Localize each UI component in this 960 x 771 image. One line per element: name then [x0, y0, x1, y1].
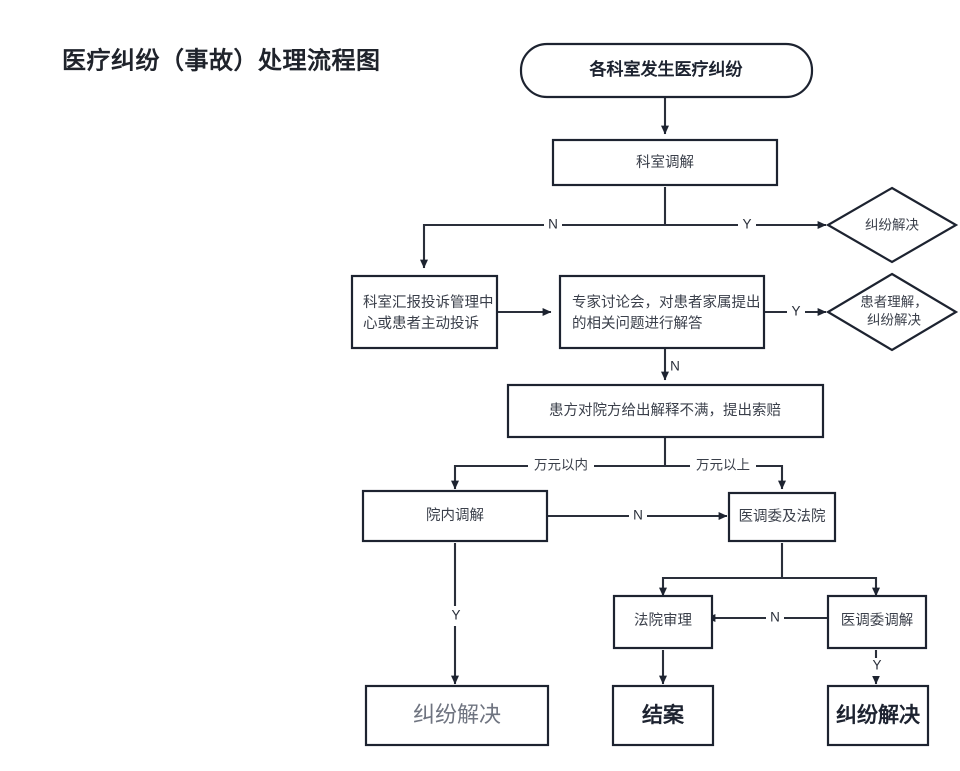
node-label: 法院审理	[634, 612, 692, 629]
node-patient-understands-diamond[interactable]: 患者理解， 纠纷解决	[825, 272, 959, 352]
edge-label-amount-over: 万元以上	[690, 456, 756, 476]
node-label: 医调委及法院	[739, 508, 826, 525]
edge-committee-court-to-court-trial	[658, 576, 782, 597]
edge-dept-mediation-to-report-no	[419, 223, 665, 269]
node-label-line2: 的相关问题进行解答	[572, 315, 703, 332]
node-label-line1: 患者理解，	[860, 295, 928, 310]
node-committee-mediation[interactable]: 医调委调解	[826, 594, 928, 650]
node-label: 医调委调解	[841, 612, 914, 629]
node-claim-filed[interactable]: 患方对院方给出解释不满，提出索赔	[506, 383, 825, 439]
svg-text:N: N	[633, 508, 643, 523]
node-committee-and-court[interactable]: 医调委及法院	[727, 491, 837, 543]
svg-text:万元以内: 万元以内	[534, 458, 588, 473]
edge-label-y-expert: Y	[787, 301, 805, 321]
node-label: 纠纷解决	[413, 702, 501, 727]
svg-text:Y: Y	[872, 658, 881, 673]
edge-label-n-committee: N	[766, 608, 784, 628]
edge-label-n-dept: N	[544, 214, 562, 234]
svg-text:Y: Y	[742, 217, 751, 232]
node-court-trial[interactable]: 法院审理	[612, 594, 714, 650]
page-title: 医疗纠纷（事故）处理流程图	[62, 46, 381, 74]
node-label: 患方对院方给出解释不满，提出索赔	[549, 402, 781, 419]
node-start-dispute-occurs[interactable]: 各科室发生医疗纠纷	[519, 42, 814, 99]
edge-label-n-expert: N	[670, 359, 680, 374]
node-label: 院内调解	[426, 507, 484, 524]
node-internal-mediation[interactable]: 院内调解	[361, 489, 549, 543]
node-report-to-complaint-center[interactable]: 科室汇报投诉管理中 心或患者主动投诉	[350, 274, 499, 350]
node-dept-mediation[interactable]: 科室调解	[551, 138, 779, 187]
node-dispute-resolved-left[interactable]: 纠纷解决	[364, 684, 550, 747]
node-label: 结案	[642, 703, 685, 727]
node-label: 各科室发生医疗纠纷	[589, 59, 744, 79]
node-label: 纠纷解决	[836, 703, 921, 727]
node-dispute-resolved-right[interactable]: 纠纷解决	[826, 684, 930, 747]
node-expert-discussion-meeting[interactable]: 专家讨论会，对患者家属提出 的相关问题进行解答	[558, 274, 766, 350]
svg-text:Y: Y	[451, 608, 460, 623]
edge-label-y-committee: Y	[868, 658, 886, 676]
svg-text:Y: Y	[791, 304, 800, 319]
edge-label-n-internal: N	[629, 505, 647, 525]
edge-label-y-dept: Y	[738, 214, 756, 234]
node-label: 科室调解	[636, 154, 694, 171]
node-dispute-resolved-diamond-1[interactable]: 纠纷解决	[825, 186, 959, 264]
svg-text:N: N	[770, 610, 780, 625]
edge-label-y-internal: Y	[447, 606, 465, 626]
node-label-line2: 心或患者主动投诉	[363, 315, 479, 332]
node-label-line1: 专家讨论会，对患者家属提出	[572, 294, 761, 311]
svg-text:万元以上: 万元以上	[696, 458, 750, 473]
node-label: 纠纷解决	[865, 218, 919, 233]
node-label-line1: 科室汇报投诉管理中	[363, 294, 494, 311]
svg-text:N: N	[548, 217, 558, 232]
edge-committee-court-to-committee-mediation	[782, 576, 880, 597]
node-label-line2: 纠纷解决	[867, 313, 921, 328]
edge-claim-to-internal-mediation	[450, 464, 665, 490]
node-case-closed[interactable]: 结案	[611, 684, 715, 747]
edge-label-amount-under: 万元以内	[528, 456, 594, 476]
